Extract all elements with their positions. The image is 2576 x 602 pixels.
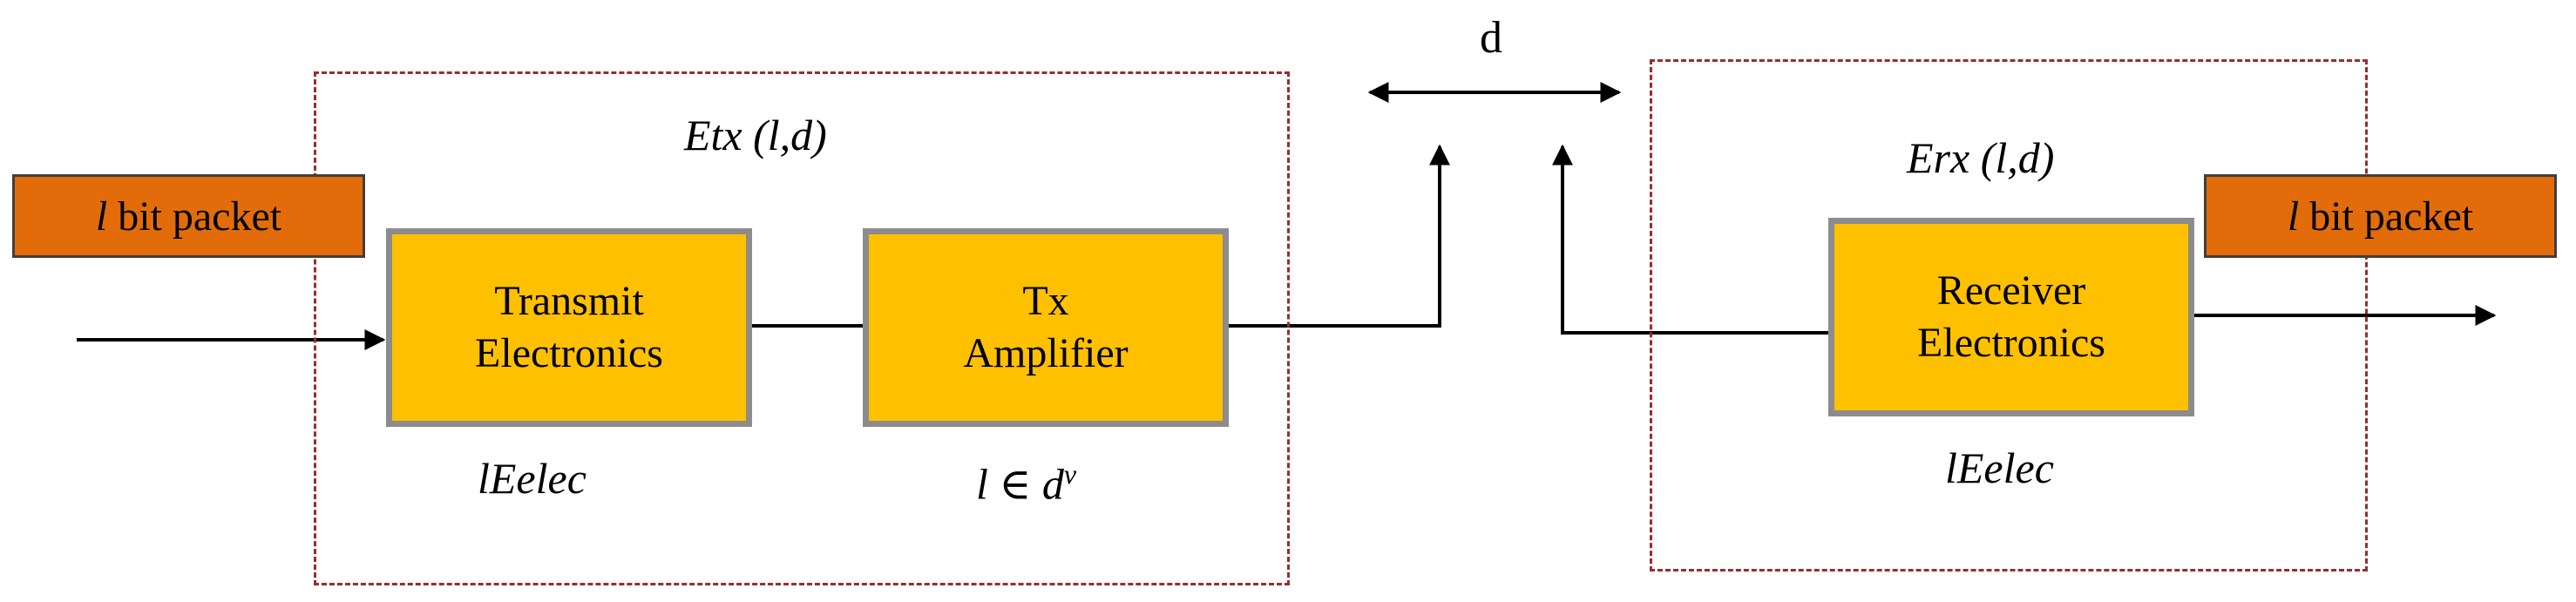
amplifier-energy-label: l ∈ dν: [976, 458, 1076, 510]
input-packet-label: l bit packet: [12, 174, 365, 258]
transmit-electronics-block: Transmit Electronics: [386, 228, 752, 427]
packet-size-variable: l: [95, 193, 108, 240]
path-loss-exponent: ν: [1063, 458, 1077, 490]
receive-energy-label: Erx (l,d): [1907, 133, 2055, 182]
transmit-energy-label: Etx (l,d): [684, 111, 827, 159]
amplifier-output-arrow: [1229, 144, 1450, 328]
transmit-electronics-energy-label: lEelec: [478, 454, 586, 503]
output-packet-label: l bit packet: [2204, 174, 2557, 258]
block-title-line: Amplifier: [963, 330, 1129, 376]
block-title-line: Tx: [1022, 278, 1069, 324]
receiver-region: [1650, 59, 2368, 572]
block-title-line: Receiver: [1936, 267, 2086, 314]
packet-size-variable: l: [2287, 193, 2300, 240]
transmitter-region: [314, 71, 1290, 585]
block-title-line: Transmit: [494, 278, 644, 324]
tx-amplifier-block: Tx Amplifier: [863, 228, 1229, 427]
block-title-line: Electronics: [1917, 320, 2105, 366]
distance-label: d: [1480, 13, 1502, 63]
receiver-input-arrow: [1552, 144, 1828, 335]
block-title-line: Electronics: [475, 330, 663, 376]
packet-text: bit packet: [2309, 193, 2474, 240]
amplifier-energy-base: l ∈ d: [976, 459, 1064, 509]
receiver-electronics-block: Receiver Electronics: [1828, 218, 2194, 416]
packet-text: bit packet: [118, 193, 282, 240]
receiver-electronics-energy-label: lEelec: [1945, 443, 2054, 492]
